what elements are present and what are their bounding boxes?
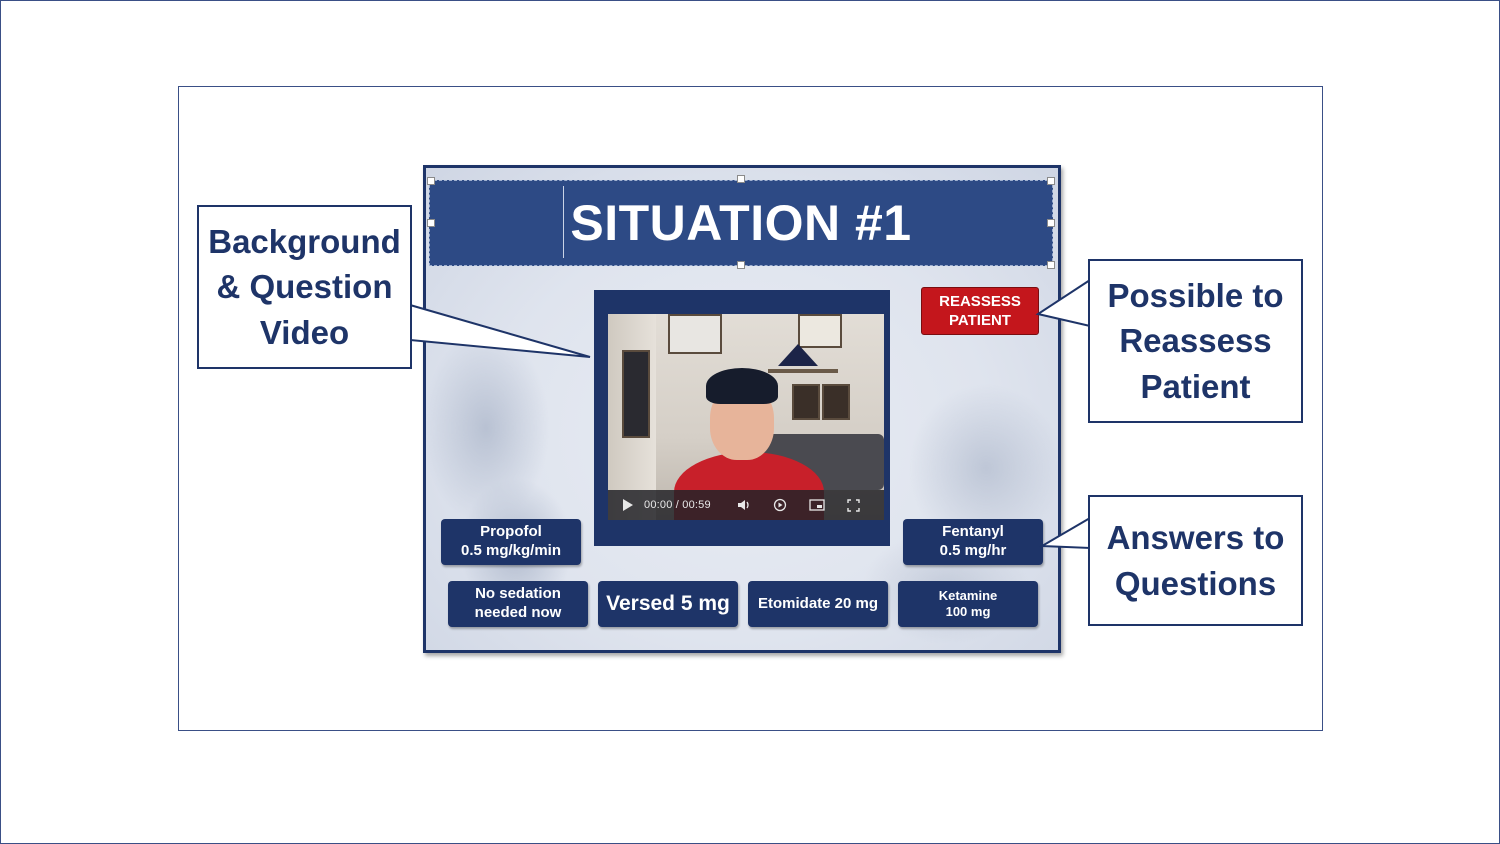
answer-versed-button[interactable]: Versed 5 mg [598,581,738,627]
answer-label: Versed 5 mg [606,591,730,615]
video-time: 00:00 / 00:59 [644,499,711,511]
pointer-reassess [1035,278,1091,328]
selection-handle[interactable] [737,175,745,183]
video-scene-person-cap [706,368,778,404]
video-player[interactable]: 00:00 / 00:59 [608,314,884,520]
selection-handle[interactable] [1047,177,1055,185]
video-scene-certificate-frame [798,314,842,348]
callout-line: Video [259,313,350,351]
video-scene-jersey-frame [622,350,650,438]
answer-label-line-1: Propofol [480,523,542,541]
callout-line: Possible to [1107,276,1284,314]
callout-line: Answers to [1106,518,1285,556]
pointer-background-video [409,303,591,358]
picture-in-picture-icon[interactable] [809,499,825,511]
reassess-line-2: PATIENT [949,312,1011,329]
answer-propofol-button[interactable]: Propofol 0.5 mg/kg/min [441,519,581,565]
video-scene-shelf [768,369,838,373]
slide-title: SITUATION #1 [570,195,912,251]
video-scene-medal-frame [792,384,820,420]
question-video-frame: 00:00 / 00:59 [594,290,890,546]
reassess-patient-button[interactable]: REASSESS PATIENT [921,287,1039,335]
answer-fentanyl-button[interactable]: Fentanyl 0.5 mg/hr [903,519,1043,565]
fullscreen-icon[interactable] [847,498,860,512]
callout-answers: Answers to Questions [1088,495,1303,626]
selection-handle[interactable] [1047,219,1055,227]
answer-no-sedation-button[interactable]: No sedation needed now [448,581,588,627]
callout-line: Questions [1114,564,1277,602]
callout-line: Patient [1140,367,1251,405]
answer-ketamine-button[interactable]: Ketamine 100 mg [898,581,1038,627]
answer-label-line-2: 100 mg [945,604,991,619]
video-scene-picture-frame [668,314,722,354]
callout-line: Reassess [1119,322,1272,360]
callout-reassess: Possible to Reassess Patient [1088,259,1303,423]
answer-label-line-2: 0.5 mg/hr [939,542,1007,559]
answer-label-line-1: Ketamine [938,587,998,603]
selection-handle[interactable] [427,219,435,227]
play-icon[interactable] [622,498,634,512]
answer-label-line-2: needed now [474,604,562,621]
answer-label-line-1: Fentanyl [942,523,1004,541]
callout-background-video: Background & Question Video [197,205,412,369]
volume-icon[interactable] [737,499,751,511]
speed-icon[interactable] [773,498,787,512]
answer-label: Etomidate 20 mg [757,594,879,612]
reassess-line-1: REASSESS [939,292,1021,310]
video-controls: 00:00 / 00:59 [608,490,884,520]
answer-label-line-2: 0.5 mg/kg/min [460,542,562,559]
selection-handle[interactable] [427,177,435,185]
text-cursor [563,186,564,258]
selection-handle[interactable] [1047,261,1055,269]
situation-slide: SITUATION #1 00:00 / 00:5 [423,165,1061,653]
title-bar[interactable]: SITUATION #1 [429,180,1053,266]
video-scene-medal-frame [822,384,850,420]
answer-label-line-1: No sedation [475,585,561,603]
answer-etomidate-button[interactable]: Etomidate 20 mg [748,581,888,627]
selection-handle[interactable] [737,261,745,269]
callout-line: & Question [216,268,393,306]
callout-line: Background [208,222,401,260]
pointer-answers [1038,516,1091,550]
